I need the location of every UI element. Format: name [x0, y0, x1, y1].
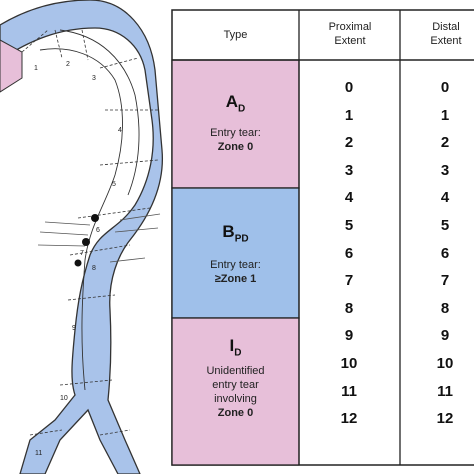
distal-extent-value: 5 [440, 217, 450, 234]
proximal-extent-header: Proximal Extent [300, 20, 400, 48]
proximal-extent-value: 8 [344, 299, 354, 317]
distal-extent-value: 8 [440, 299, 450, 317]
proximal-extent-value: 4 [344, 189, 354, 207]
distal-extent-value: 3 [440, 161, 450, 179]
zone-label: 11 [35, 450, 42, 457]
proximal-header-line1: Proximal [328, 21, 372, 33]
type-bpd-cell [171, 187, 300, 319]
aortic-root-zone [0, 39, 23, 93]
aorta-vessel [0, 0, 164, 474]
extent-table [171, 9, 474, 466]
type-id-cell [171, 317, 300, 466]
type-header: Type [223, 29, 248, 41]
distal-extent-value: 0 [440, 79, 450, 96]
type-id-entry: Unidentified entry tear involving Zone 0 [206, 365, 265, 420]
distal-extent-value: 10 [436, 355, 454, 372]
intercostal-branches [37, 213, 161, 263]
proximal-extent-value: 5 [344, 217, 354, 234]
type-bpd-entry: Entry tear: ≥Zone 1 [210, 259, 261, 286]
distal-extent-value: 2 [440, 134, 450, 152]
proximal-extent-value: 0 [344, 79, 354, 96]
distal-header-line1: Distal [432, 21, 460, 33]
distal-header-line2: Extent [430, 35, 462, 47]
zone-dividers [21, 29, 159, 436]
true-lumen-line [39, 48, 123, 391]
zone-label: 10 [60, 395, 68, 402]
proximal-extent-value: 10 [340, 355, 358, 372]
proximal-extent-value: 7 [344, 272, 354, 290]
proximal-extent-value: 1 [344, 106, 354, 124]
proximal-extent-value: 6 [344, 244, 354, 262]
distal-extent-value: 9 [440, 327, 450, 345]
proximal-extent-value: 2 [344, 134, 354, 152]
zone-label: 6 [96, 227, 100, 234]
zone-label: 7 [80, 250, 84, 257]
entry-tear-marker [74, 259, 82, 267]
entry-tear-marker [82, 238, 90, 246]
type-id-label: ID Unidentified entry tear involving Zon… [172, 336, 299, 420]
distal-extent-value: 4 [440, 189, 450, 207]
zone-label: 1 [34, 65, 38, 72]
proximal-extent-value: 12 [340, 410, 358, 428]
type-ad-label: AD Entry tear: Zone 0 [172, 92, 299, 154]
proximal-extent-value: 3 [344, 161, 354, 179]
distal-extent-value: 6 [440, 244, 450, 262]
zone-label: 5 [112, 181, 116, 188]
distal-extent-value: 11 [437, 382, 453, 400]
entry-tear-marker [91, 214, 99, 222]
distal-extent-value: 1 [440, 106, 450, 124]
zone-label: 3 [92, 75, 96, 82]
zone-label: 4 [118, 127, 122, 134]
false-lumen-line [59, 29, 140, 196]
distal-extent-header: Distal Extent [401, 20, 474, 48]
zone-label: 2 [66, 61, 70, 68]
proximal-extent-value: 9 [344, 327, 354, 345]
type-ad-entry: Entry tear: Zone 0 [210, 127, 261, 154]
distal-extent-value: 7 [440, 272, 450, 290]
proximal-extent-value: 11 [341, 382, 357, 400]
type-bpd-label: BPD Entry tear: ≥Zone 1 [172, 222, 299, 286]
zone-label: 9 [72, 325, 76, 332]
distal-extent-value: 12 [436, 410, 454, 428]
zone-label: 8 [92, 265, 96, 272]
proximal-header-line2: Extent [334, 35, 366, 47]
